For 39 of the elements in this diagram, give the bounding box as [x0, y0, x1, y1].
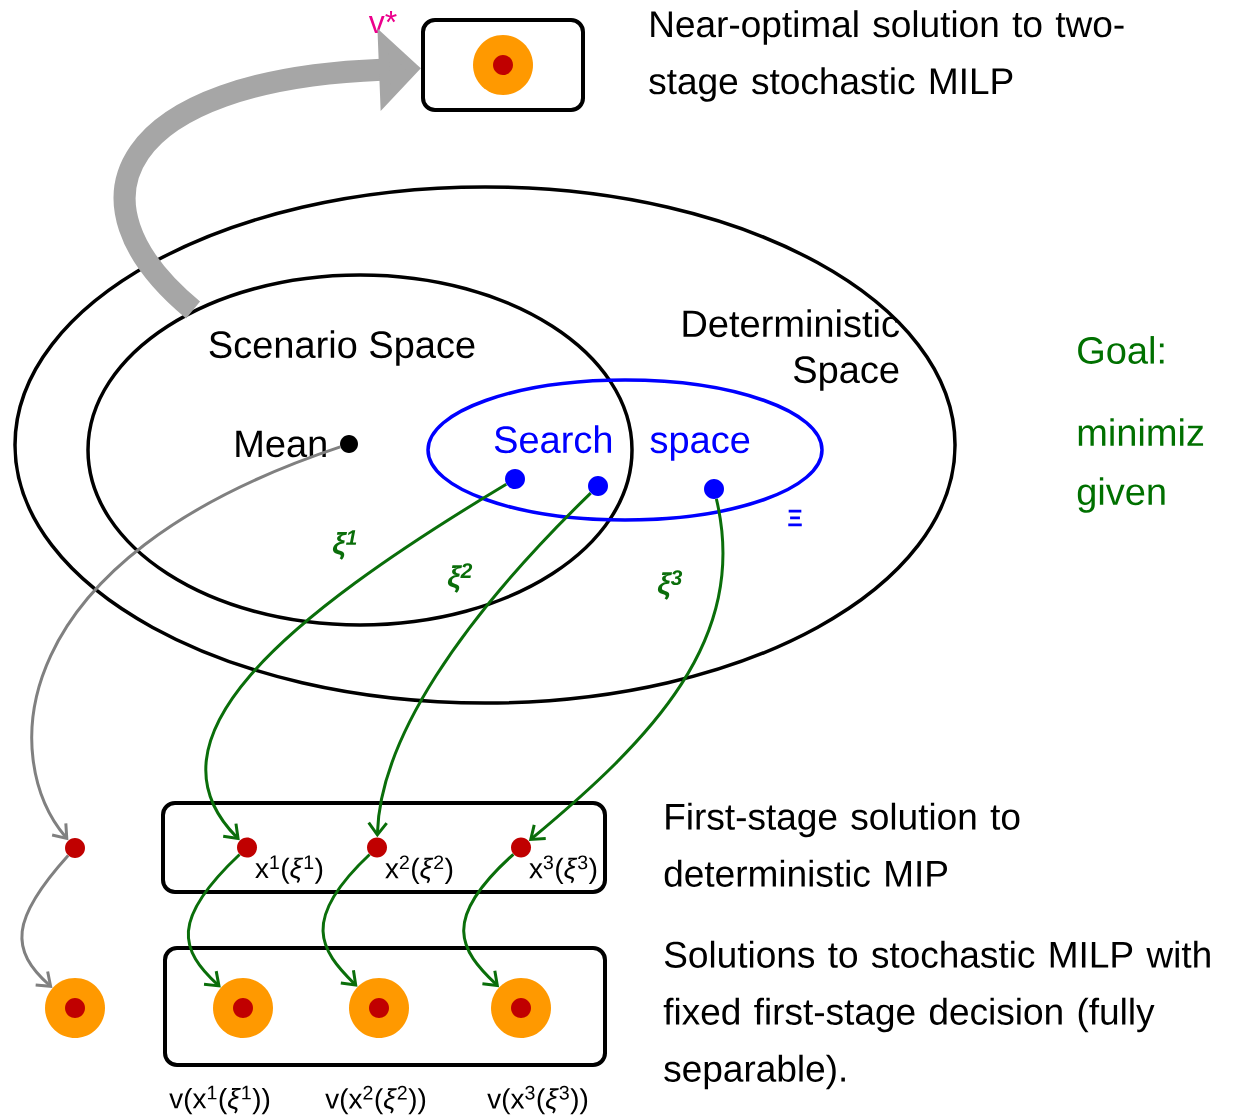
value-label: v(x$^{3}$(ξ$^{3}$)) — [487, 1085, 588, 1115]
description-text: First-stage solution to deterministic MIP — [664, 802, 1020, 887]
goal-text: given — [1077, 477, 1165, 513]
solution-point: x$^{1}$(ξ$^{1}$) — [237, 837, 323, 884]
value-label: v(x$^{2}$(ξ$^{2}$)) — [325, 1085, 426, 1115]
goal-text: Goal: — [1078, 336, 1164, 364]
symbol-label: Ξ — [788, 509, 802, 527]
solution-point: x$^{3}$(ξ$^{3}$) — [511, 837, 597, 884]
arrow — [30, 445, 341, 841]
node-label: x$^{1}$(ξ$^{1}$) — [255, 855, 323, 884]
goal-text: minimiz — [1078, 418, 1204, 446]
region-label: Deterministic Space — [683, 309, 899, 391]
edge-label: ξ$^{3}$ — [656, 569, 684, 601]
arrow — [321, 853, 371, 987]
arrow — [528, 498, 725, 841]
edge-label: ξ$^{1}$ — [331, 529, 359, 561]
arrow — [186, 853, 241, 988]
sample-point — [588, 476, 608, 496]
region-label: Search space — [494, 425, 750, 461]
region-label: Scenario Space — [209, 330, 475, 366]
sample-point — [704, 479, 724, 499]
arrow — [20, 854, 70, 988]
value-label: v* — [368, 11, 397, 33]
description-text: Near-optimal solution to two-stage stochastic MILP — [649, 10, 1124, 102]
solution-point: x$^{2}$(ξ$^{2}$) — [367, 837, 453, 884]
node-label: x$^{3}$(ξ$^{3}$) — [529, 855, 597, 884]
node-label: Mean — [236, 430, 326, 458]
mean-point: Mean — [236, 430, 358, 458]
arrow — [462, 853, 515, 988]
sample-point — [505, 469, 525, 489]
value-label: v(x$^{1}$(ξ$^{1}$)) — [169, 1085, 270, 1115]
description-text: Solutions to stochastic MILP with fixed first-stage decision (fully separable). — [663, 940, 1210, 1090]
edge-label: ξ$^{2}$ — [446, 562, 474, 594]
arrow — [204, 483, 508, 841]
solution-point — [65, 838, 85, 858]
node-label: x$^{2}$(ξ$^{2}$) — [385, 855, 453, 884]
target-marker — [45, 978, 105, 1038]
target-marker — [473, 35, 533, 95]
arrow — [367, 492, 592, 838]
